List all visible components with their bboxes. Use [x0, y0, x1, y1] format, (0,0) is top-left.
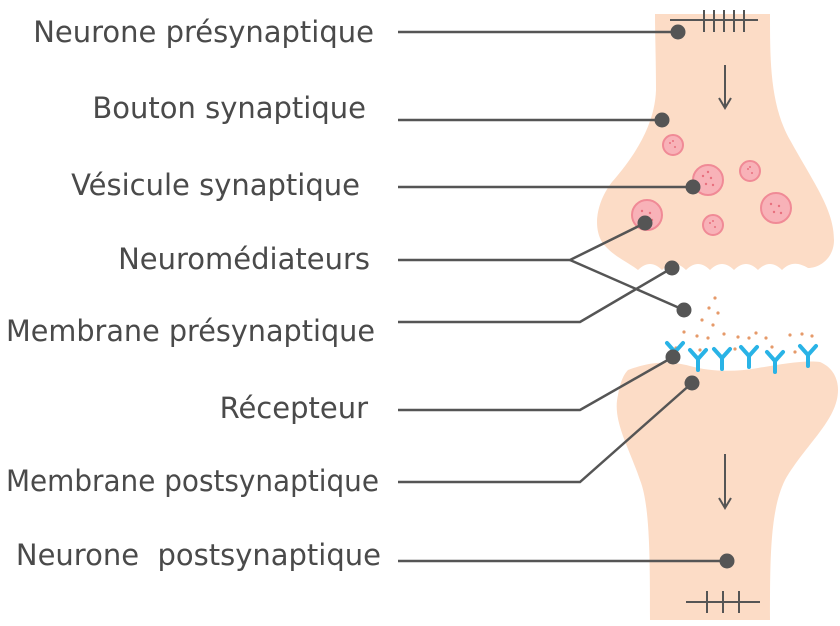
label-neurone-postsynaptique: Neurone postsynaptique	[16, 538, 381, 572]
receptor-icon	[714, 349, 730, 369]
label-neuromediateurs: Neuromédiateurs	[118, 242, 370, 276]
vesicle	[663, 135, 683, 155]
label-membrane-presynaptique: Membrane présynaptique	[6, 314, 375, 348]
label-recepteur: Récepteur	[220, 391, 368, 425]
label-vesicule-synaptique: Vésicule synaptique	[71, 168, 360, 202]
vesicle	[703, 215, 723, 235]
vesicle	[761, 193, 791, 223]
vesicle	[740, 161, 760, 181]
label-neurone-presynaptique: Neurone présynaptique	[33, 15, 374, 49]
postsynaptic-neuron-body	[617, 361, 838, 620]
neurotransmitters	[674, 296, 813, 353]
label-membrane-postsynaptique: Membrane postsynaptique	[6, 464, 379, 498]
receptor-icon	[741, 347, 757, 367]
label-bouton-synaptique: Bouton synaptique	[92, 91, 366, 125]
